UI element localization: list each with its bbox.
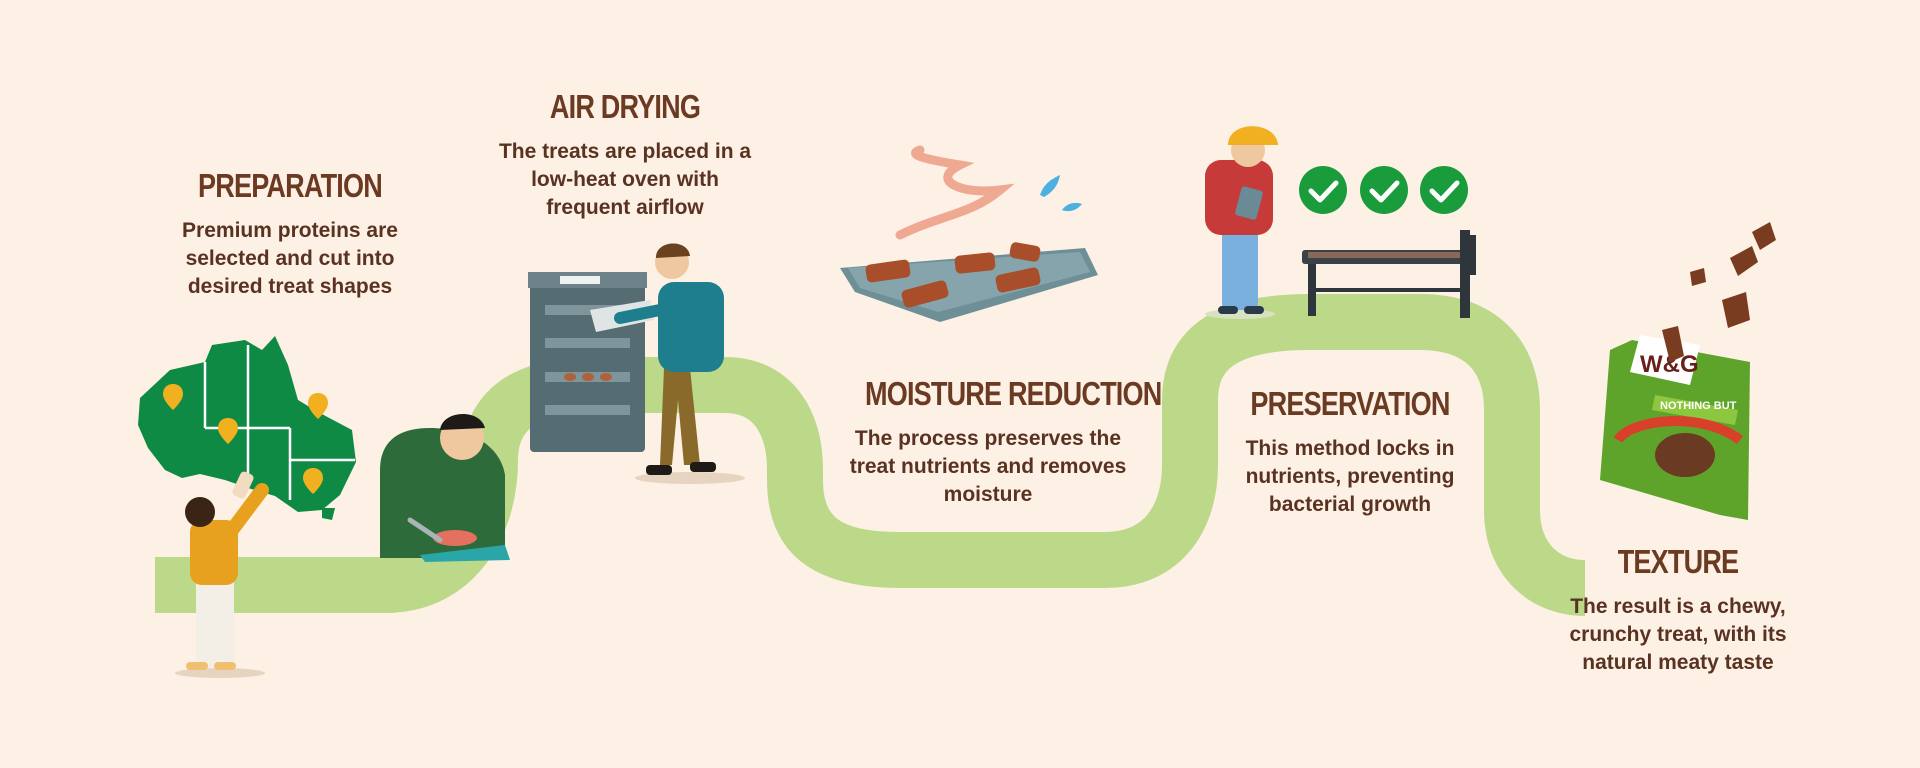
step-preparation: PREPARATION Premium proteins are selecte… xyxy=(160,167,420,301)
process-path xyxy=(155,294,1587,616)
step-description: The treats are placed in a low-heat oven… xyxy=(498,140,752,219)
step-description: Premium proteins are selected and cut in… xyxy=(182,219,398,298)
step-title: TEXTURE xyxy=(1617,543,1739,580)
butcher-figure xyxy=(380,413,510,562)
step-texture: TEXTURE The result is a chewy, crunchy t… xyxy=(1558,543,1798,677)
step-description: This method locks in nutrients, preventi… xyxy=(1245,437,1455,516)
step-title: PRESERVATION xyxy=(1250,385,1450,422)
checkmark-icon xyxy=(1299,166,1468,214)
treat-package-icon: W&G NOTHING BUT xyxy=(1600,222,1776,520)
australia-map-icon xyxy=(138,336,356,520)
inspector-figure xyxy=(1205,126,1278,319)
step-description: The result is a chewy, crunchy treat, wi… xyxy=(1569,595,1787,674)
person-drinking-figure xyxy=(175,471,269,678)
drying-rack-icon xyxy=(1302,230,1476,318)
location-pin-icon xyxy=(163,384,328,494)
baking-tray-icon xyxy=(840,145,1098,322)
package-tagline: NOTHING BUT xyxy=(1660,400,1737,412)
step-description: The process preserves the treat nutrient… xyxy=(849,427,1127,506)
step-title: AIR DRYING xyxy=(549,88,701,125)
step-air-drying: AIR DRYING The treats are placed in a lo… xyxy=(495,88,755,222)
step-title: PREPARATION xyxy=(198,167,383,204)
baker-figure xyxy=(590,243,745,484)
step-preservation: PRESERVATION This method locks in nutrie… xyxy=(1220,385,1480,519)
oven-icon xyxy=(528,272,647,452)
step-title: MOISTURE REDUCTION xyxy=(865,375,1162,412)
step-moisture-reduction: MOISTURE REDUCTION The process preserves… xyxy=(838,375,1163,509)
